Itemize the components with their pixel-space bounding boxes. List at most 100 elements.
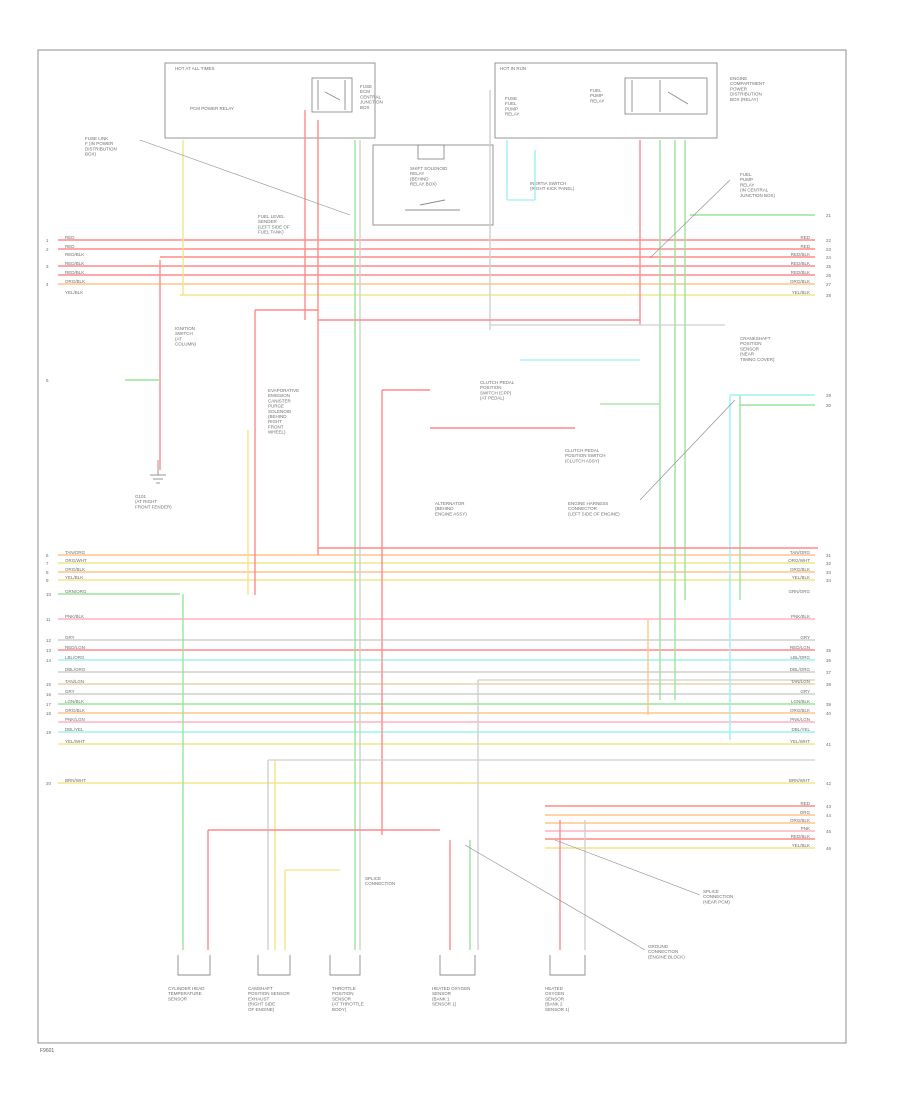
wire-label-left-4: RED/BLK	[65, 261, 84, 266]
pin-right-32: 32	[826, 561, 832, 566]
wire-label-left-6: ORG/BLK	[65, 279, 85, 284]
wire-label-mid-left-8: RED/LGN	[65, 645, 85, 650]
pin-right-36: 36	[826, 658, 832, 663]
pin-right-35: 35	[826, 648, 832, 653]
wire-label-mid-left-7: GRY	[65, 635, 75, 640]
pin-right-29: 29	[826, 393, 832, 398]
relay-coil	[417, 144, 445, 160]
wire-label-mid-right-13: LGN/BLK	[791, 699, 810, 704]
wire-label-mid-left-12: GRY	[65, 689, 75, 694]
wire-label-low-5: RED/BLK	[791, 834, 810, 839]
wire-label-mid-right-14: ORG/BLK	[790, 708, 810, 713]
wire-label-mid-right-6: PNK/BLK	[791, 614, 810, 619]
pin-left-16: 16	[46, 692, 52, 697]
wire-label-left-5: RED/BLK	[65, 270, 84, 275]
pin-right-43: 43	[826, 804, 832, 809]
wire-label-mid-right-2: ORG/WHT	[788, 558, 810, 563]
wire-label-mid-left-11: TAN/LGN	[65, 679, 84, 684]
wire-label-low-4: PNK	[801, 826, 810, 831]
wire-label-low-3: ORG/BLK	[790, 818, 810, 823]
wire-label-mid-right-3: ORG/BLK	[790, 567, 810, 572]
wire-label-mid-left-14: ORG/BLK	[65, 708, 85, 713]
wire-label-mid-left-9: LBL/ORG	[65, 655, 85, 660]
wire-label-low-2: ORG	[800, 810, 811, 815]
pin-left-5: 5	[46, 378, 49, 383]
pin-right-30: 30	[826, 403, 832, 408]
pin-left-4: 4	[46, 282, 49, 287]
wire-label-mid-left-4: YEL/BLK	[65, 575, 83, 580]
power-distribution-box-right	[494, 62, 718, 139]
wire-label-right-4: RED/BLK	[791, 261, 810, 266]
wire-label-mid-left-10: DBL/ORG	[65, 667, 86, 672]
pin-left-3: 3	[46, 264, 49, 269]
wire-label-mid-left-1: TAN/ORG	[65, 550, 86, 555]
vertical-wire-runs	[125, 90, 818, 950]
wire-label-mid-right-1: TAN/ORG	[790, 550, 811, 555]
pin-right-28: 28	[826, 293, 832, 298]
wire-label-mid-right-4: YEL/BLK	[792, 575, 810, 580]
pin-left-6: 6	[46, 553, 49, 558]
pin-left-8: 8	[46, 570, 49, 575]
wire-label-left-7: YEL/BLK	[65, 290, 83, 295]
wire-label-right-5: RED/BLK	[791, 270, 810, 275]
pin-left-10: 10	[46, 592, 52, 597]
relay-switch-symbol	[311, 77, 353, 113]
wire-label-left-2: RED	[65, 244, 75, 249]
wire-label-mid-right-17: YEL/WHT	[790, 739, 810, 744]
pin-right-40: 40	[826, 711, 832, 716]
pin-right-45: 45	[826, 829, 832, 834]
wire-label-mid-left-17: YEL/WHT	[65, 739, 85, 744]
wire-label-left-3: RED/BLK	[65, 252, 84, 257]
pin-left-7: 7	[46, 561, 49, 566]
wire-label-right-3: RED/BLK	[791, 252, 810, 257]
pin-left-1: 1	[46, 238, 49, 243]
horizontal-wire-bus	[58, 239, 815, 849]
wire-label-mid-left-5: GRN/ORG	[65, 589, 87, 594]
label-hot-in-run: HOT IN RUN	[500, 66, 526, 71]
wire-label-mid-left-15: PNK/LGN	[65, 717, 85, 722]
pin-right-34: 34	[826, 578, 832, 583]
wire-label-right-7: YEL/BLK	[792, 290, 810, 295]
label-hot-at-all-times: HOT AT ALL TIMES	[175, 66, 215, 71]
pin-right-41: 41	[826, 742, 832, 747]
wire-label-mid-right-12: GRY	[800, 689, 810, 694]
wire-label-mid-left-16: DBL/YEL	[65, 727, 84, 732]
pin-left-19: 19	[46, 730, 52, 735]
wire-label-mid-left-18: BRN/WHT	[65, 778, 86, 783]
wire-label-mid-left-3: ORG/BLK	[65, 567, 85, 572]
wire-label-mid-left-13: LGN/BLK	[65, 699, 84, 704]
label-pcm-power-relay: PCM POWER RELAY	[190, 106, 234, 111]
pin-left-20: 20	[46, 781, 52, 786]
wire-label-left-1: RED	[65, 235, 75, 240]
pin-left-14: 14	[46, 658, 52, 663]
pin-right-22: 22	[826, 238, 832, 243]
pin-right-26: 26	[826, 273, 832, 278]
wire-label-mid-right-9: LBL/ORG	[790, 655, 810, 660]
wire-label-right-1: RED	[800, 235, 810, 240]
pin-left-15: 15	[46, 682, 52, 687]
pin-number-labels: 1234567891011121314151617181920212223242…	[46, 213, 832, 851]
